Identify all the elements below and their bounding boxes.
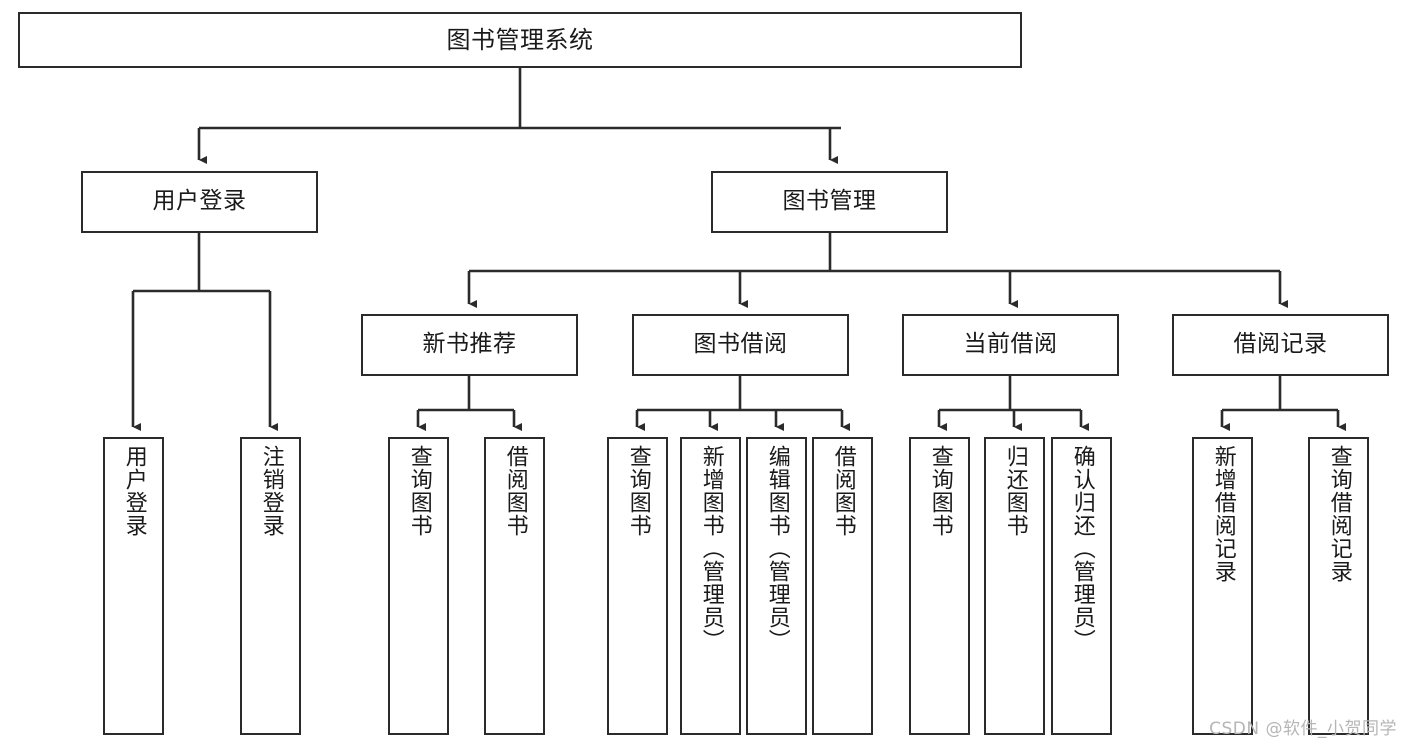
node-leaf-return-book[interactable]: 归还图书 — [984, 437, 1045, 735]
node-leaf-edit-book[interactable]: 编辑图书（管理员） — [746, 437, 807, 735]
node-label: 新增借阅记录 — [1210, 445, 1236, 583]
watermark-text: CSDN @软件_小贺同学 — [1209, 719, 1397, 739]
node-leaf-user-login[interactable]: 用户登录 — [103, 437, 164, 735]
node-leaf-query-book-recommend[interactable]: 查询图书 — [388, 437, 449, 735]
node-leaf-user-logout[interactable]: 注销登录 — [240, 437, 301, 735]
node-leaf-query-book-borrow[interactable]: 查询图书 — [607, 437, 668, 735]
node-label: 查询借阅记录 — [1326, 445, 1352, 583]
node-label: 归还图书 — [1002, 445, 1028, 537]
node-label: 确认归还（管理员） — [1069, 445, 1095, 652]
node-label: 图书管理 — [782, 188, 877, 215]
node-current-borrow[interactable]: 当前借阅 — [902, 314, 1119, 376]
node-label: 借阅图书 — [502, 445, 528, 537]
node-label: 图书借阅 — [693, 331, 788, 358]
node-label: 注销登录 — [258, 445, 284, 537]
node-label: 借阅图书 — [830, 445, 856, 537]
node-label: 图书管理系统 — [446, 25, 594, 54]
node-leaf-borrow-book-recommend[interactable]: 借阅图书 — [484, 437, 545, 735]
node-book-borrow[interactable]: 图书借阅 — [632, 314, 849, 376]
node-label: 新增图书（管理员） — [698, 445, 724, 652]
node-label: 当前借阅 — [963, 331, 1058, 358]
node-book-manage[interactable]: 图书管理 — [711, 171, 948, 233]
node-label: 借阅记录 — [1233, 331, 1328, 358]
node-leaf-add-borrow-record[interactable]: 新增借阅记录 — [1192, 437, 1253, 735]
node-new-book-recommend[interactable]: 新书推荐 — [361, 314, 578, 376]
node-leaf-confirm-return[interactable]: 确认归还（管理员） — [1051, 437, 1112, 735]
node-user-login[interactable]: 用户登录 — [81, 171, 318, 233]
node-leaf-query-borrow-record[interactable]: 查询借阅记录 — [1308, 437, 1369, 735]
node-label: 用户登录 — [152, 188, 247, 215]
node-root-system[interactable]: 图书管理系统 — [18, 12, 1022, 68]
node-label: 新书推荐 — [422, 331, 517, 358]
node-label: 用户登录 — [121, 445, 147, 537]
node-label: 查询图书 — [625, 445, 651, 537]
node-leaf-borrow-book[interactable]: 借阅图书 — [812, 437, 873, 735]
node-leaf-query-book-current[interactable]: 查询图书 — [909, 437, 970, 735]
node-label: 查询图书 — [406, 445, 432, 537]
node-label: 编辑图书（管理员） — [764, 445, 790, 652]
node-leaf-add-book[interactable]: 新增图书（管理员） — [680, 437, 741, 735]
node-borrow-record[interactable]: 借阅记录 — [1172, 314, 1389, 376]
node-label: 查询图书 — [927, 445, 953, 537]
